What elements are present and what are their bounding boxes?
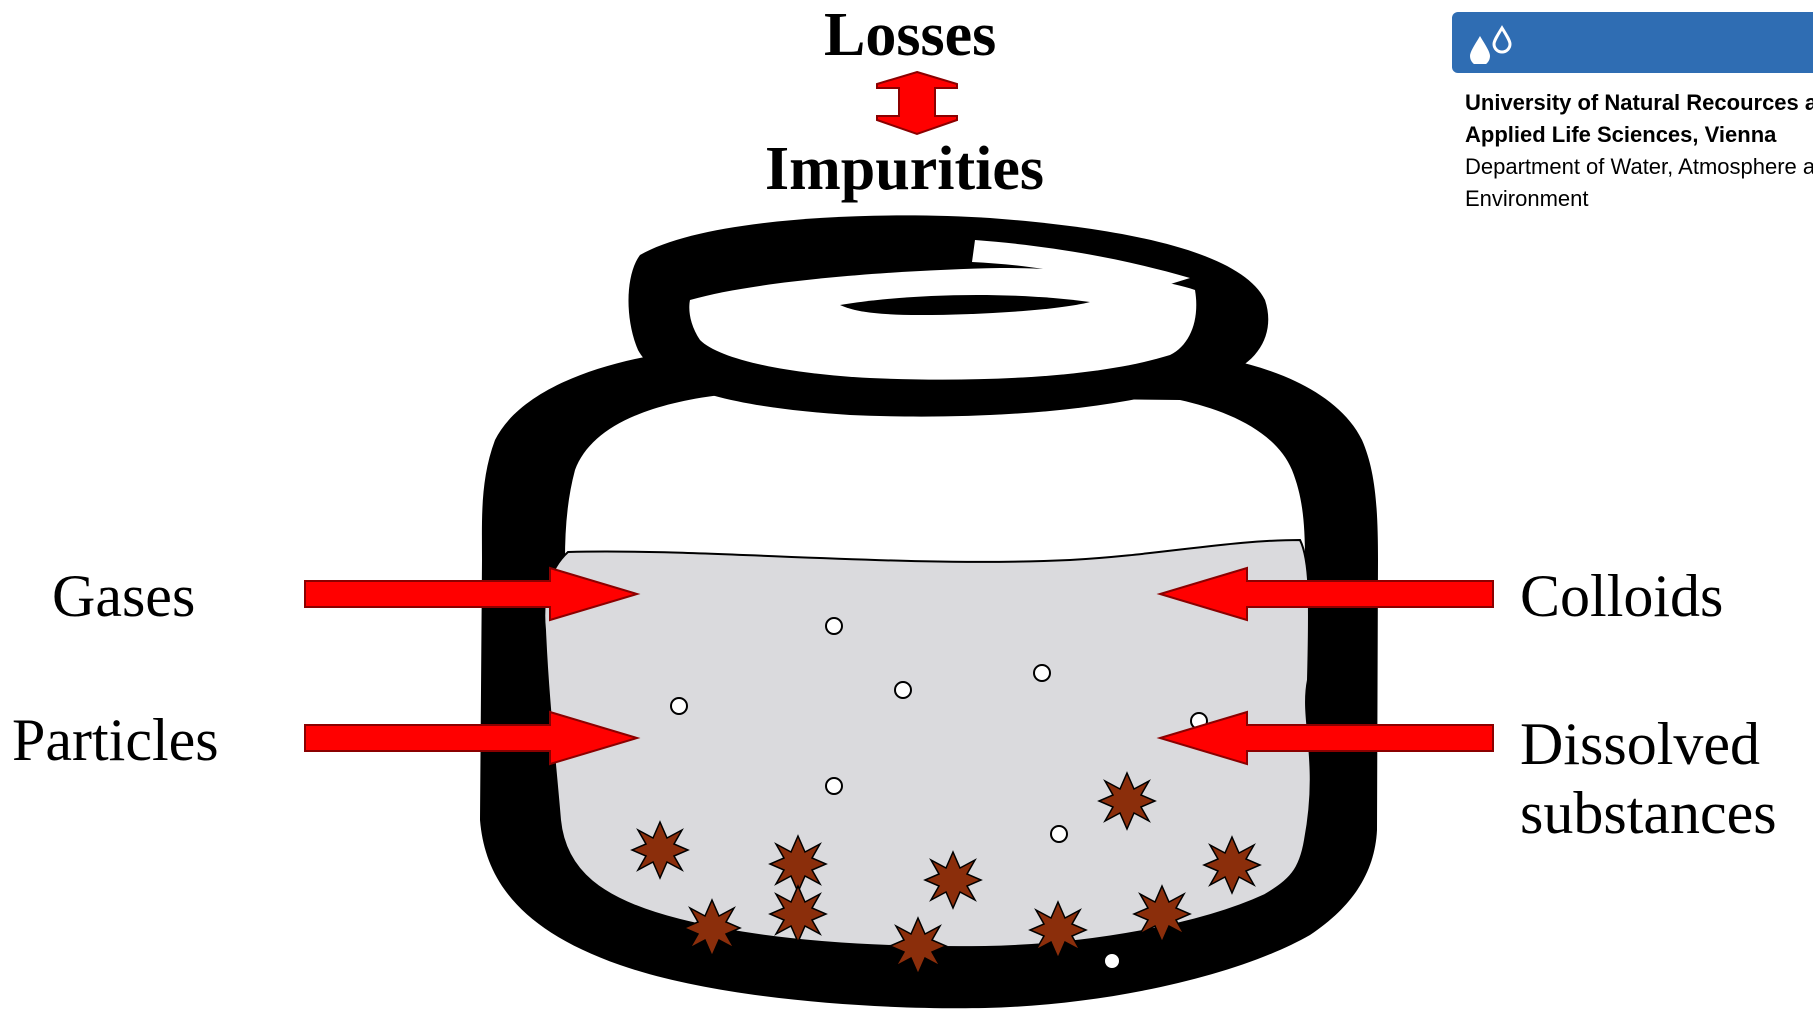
water-drops-icon [1466,22,1516,64]
logo-bar [1452,12,1813,73]
double-arrow-icon [877,72,957,134]
jar-rim [628,215,1268,416]
bubble [1104,953,1120,969]
title-impurities: Impurities [765,138,1044,200]
institution-logo: University of Natural Recources a Applie… [1452,12,1813,212]
label-colloids: Colloids [1520,566,1723,626]
label-dissolved-line2: substances [1520,779,1810,848]
label-gases: Gases [52,566,195,626]
university-name-line1: University of Natural Recources a [1465,92,1813,114]
bubble [826,778,842,794]
label-particles: Particles [12,710,219,770]
department-line1: Department of Water, Atmosphere a [1465,156,1813,178]
title-losses: Losses [824,4,996,66]
bubble [826,618,842,634]
bubble [1034,665,1050,681]
university-name-line2: Applied Life Sciences, Vienna [1465,124,1776,146]
bubble [671,698,687,714]
bubble [1051,826,1067,842]
label-dissolved-substances: Dissolved substances [1520,710,1810,848]
label-dissolved-line1: Dissolved [1520,710,1810,779]
bubble [895,682,911,698]
department-line2: Environment [1465,188,1589,210]
